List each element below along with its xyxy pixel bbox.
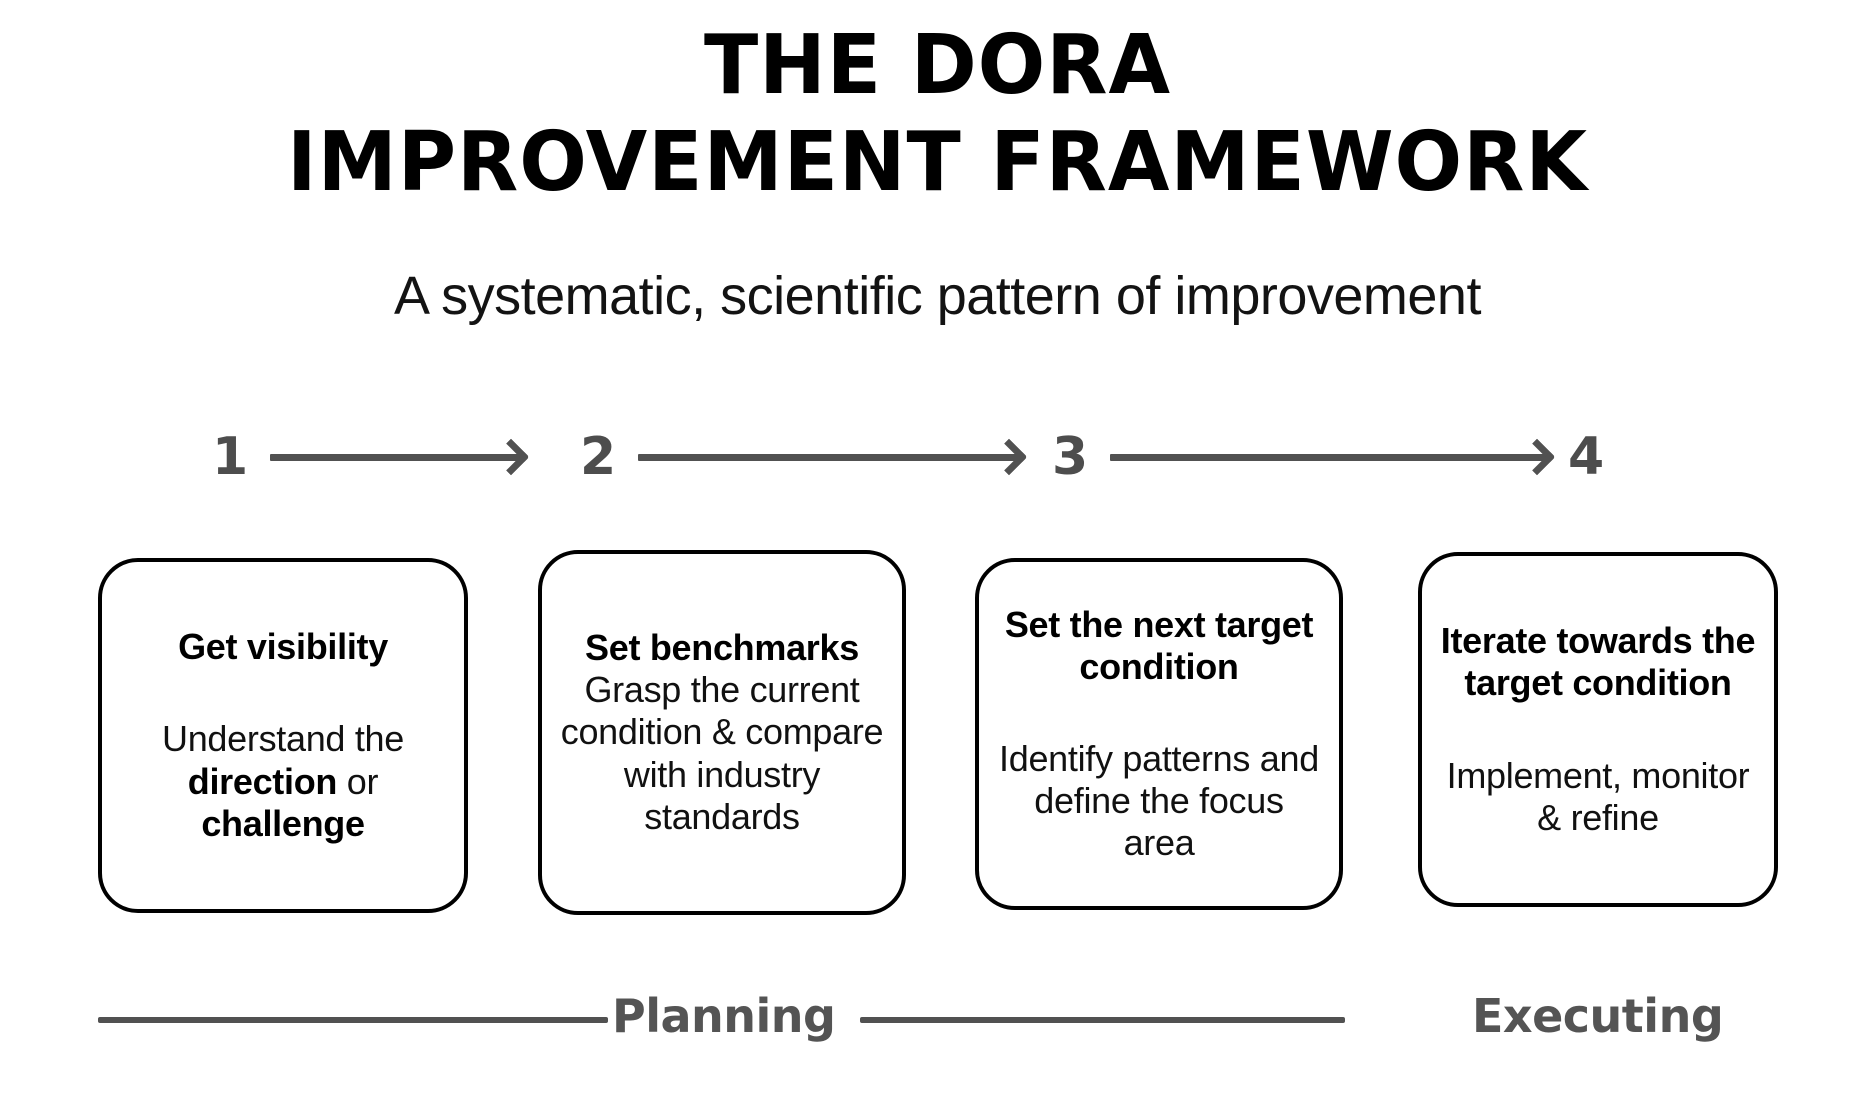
phase-line-right [860, 1017, 1345, 1023]
step-card-2[interactable]: Set benchmarks Grasp the current conditi… [538, 550, 906, 915]
step-number-2: 2 [580, 427, 617, 487]
step-card-3[interactable]: Set the next target condition Identify p… [975, 558, 1343, 910]
step-arrow-2-to-3 [638, 438, 1028, 476]
phase-label-executing: Executing [1472, 989, 1724, 1043]
phase-bar: Planning Executing [0, 985, 1875, 1055]
page-subtitle: A systematic, scientific pattern of impr… [394, 266, 1481, 326]
title-line-2: IMPROVEMENT FRAMEWORK [287, 114, 1588, 210]
arrow-shaft-icon [1110, 453, 1549, 461]
card-2-heading: Set benchmarks [585, 627, 859, 669]
arrow-head-icon [492, 438, 530, 476]
card-2-body: Grasp the current condition & compare wi… [560, 669, 884, 837]
step-arrow-3-to-4 [1110, 438, 1556, 476]
step-card-4[interactable]: Iterate towards the target condition Imp… [1418, 552, 1778, 907]
step-number-1: 1 [212, 427, 249, 487]
arrow-head-icon [1518, 438, 1556, 476]
step-number-4: 4 [1568, 427, 1605, 487]
card-1-body: Understand the direction or challenge [118, 718, 448, 844]
phase-label-planning: Planning [612, 989, 836, 1043]
card-4-heading: Iterate towards the target condition [1440, 620, 1756, 704]
arrow-head-icon [990, 438, 1028, 476]
card-1-body-mid: or [337, 760, 379, 802]
arrow-shaft-icon [270, 453, 523, 461]
card-1-body-bold-challenge: challenge [201, 802, 365, 844]
arrow-shaft-icon [638, 453, 1021, 461]
title-line-1: THE DORA [703, 18, 1172, 113]
step-group-4: 4 [1568, 422, 1604, 492]
step-group-1: 1 [212, 422, 530, 492]
card-4-body: Implement, monitor & refine [1446, 754, 1750, 838]
card-3-heading: Set the next target condition [1004, 603, 1314, 687]
phase-line-left [98, 1017, 608, 1023]
card-1-body-pre: Understand the [162, 718, 404, 760]
card-1-heading: Get visibility [178, 626, 388, 668]
card-3-body: Identify patterns and define the focus a… [999, 737, 1319, 864]
step-arrow-1-to-2 [270, 438, 530, 476]
title-block: THE DORA IMPROVEMENT FRAMEWORK [0, 18, 1875, 212]
step-indicator-row: 1 2 3 4 [0, 422, 1875, 492]
step-group-3: 3 [1052, 422, 1556, 492]
step-card-1[interactable]: Get visibility Understand the direction … [98, 558, 468, 913]
card-1-body-bold-direction: direction [187, 760, 338, 802]
step-group-2: 2 [580, 422, 1028, 492]
step-number-3: 3 [1052, 427, 1089, 487]
